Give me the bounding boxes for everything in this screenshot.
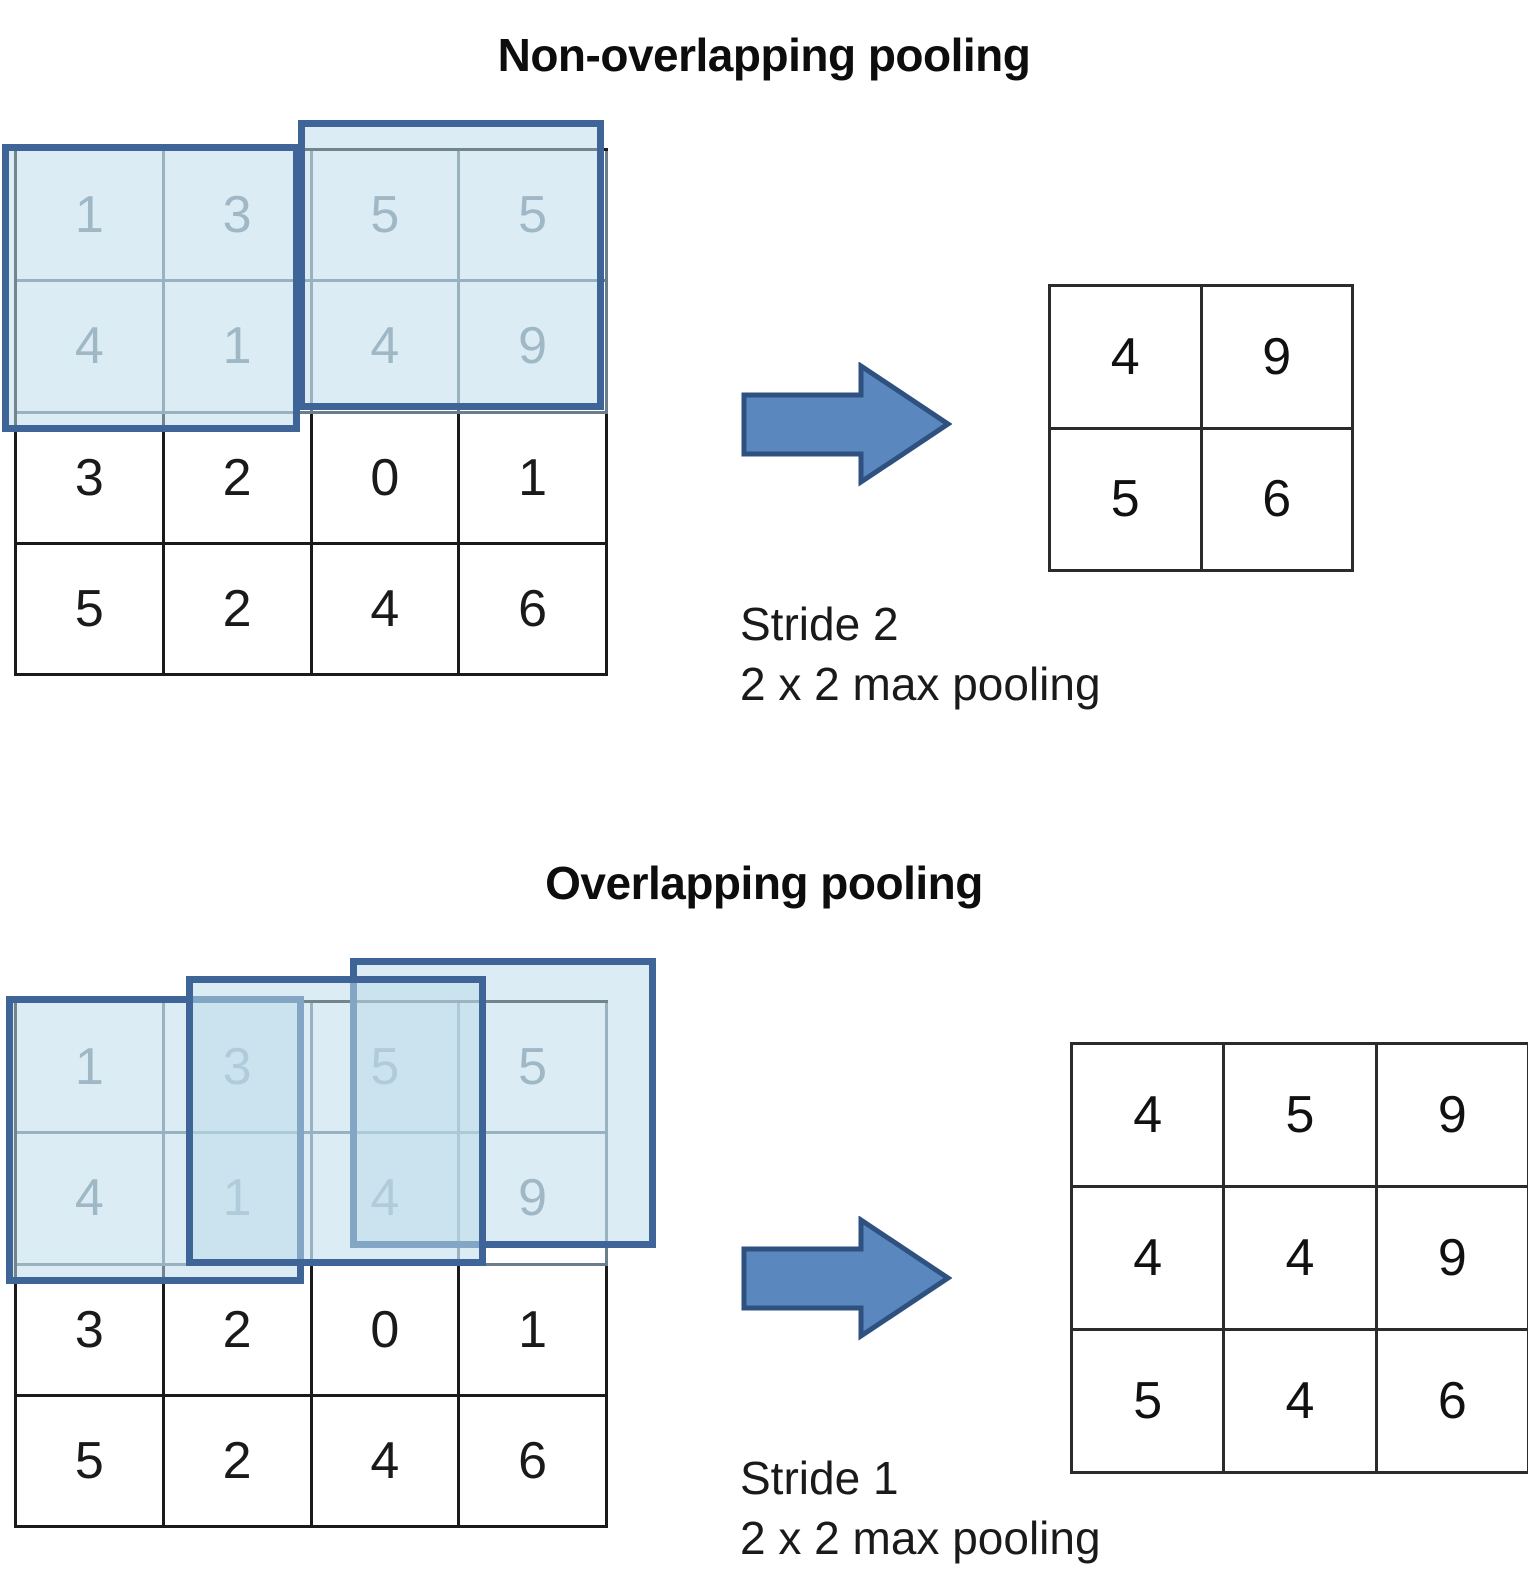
matrix-cell: 0 [312, 413, 461, 545]
pooling-window-1 [2, 144, 300, 432]
matrix-cell: 4 [1225, 1331, 1378, 1474]
matrix-cell: 1 [460, 1265, 608, 1397]
pooling-label-non-overlapping: 2 x 2 max pooling [740, 658, 1101, 710]
right-arrow-icon [740, 1215, 953, 1341]
matrix-cell: 6 [1202, 429, 1354, 572]
matrix-cell: 6 [460, 544, 608, 676]
matrix-cell: 2 [164, 413, 313, 545]
matrix-cell: 9 [1377, 1188, 1528, 1331]
section-title-non-overlapping: Non-overlapping pooling [497, 29, 1031, 81]
matrix-cell: 3 [17, 413, 165, 545]
matrix-cell: 4 [1073, 1188, 1226, 1331]
matrix-cell: 5 [1051, 429, 1203, 572]
matrix-cell: 4 [1073, 1045, 1226, 1188]
matrix-cell: 5 [17, 544, 165, 676]
matrix-cell: 0 [312, 1265, 461, 1397]
matrix-cell: 2 [164, 1396, 313, 1528]
matrix-cell: 6 [1377, 1331, 1528, 1474]
matrix-cell: 1 [460, 413, 608, 545]
pooling-label-overlapping: 2 x 2 max pooling [740, 1512, 1101, 1564]
pooling-window-2 [186, 976, 486, 1266]
matrix-cell: 5 [1073, 1331, 1226, 1474]
matrix-cell: 9 [1377, 1045, 1528, 1188]
matrix-cell: 5 [1225, 1045, 1378, 1188]
stride-label-non-overlapping: Stride 2 [740, 598, 899, 650]
matrix-cell: 9 [1202, 287, 1354, 430]
output-matrix-non-overlapping: 4 9 5 6 [1048, 284, 1354, 572]
output-matrix-overlapping: 4 5 9 4 4 9 5 4 6 [1070, 1042, 1528, 1474]
matrix-cell: 4 [1225, 1188, 1378, 1331]
stride-label-overlapping: Stride 1 [740, 1452, 899, 1504]
matrix-cell: 2 [164, 1265, 313, 1397]
matrix-cell: 4 [1051, 287, 1203, 430]
matrix-cell: 5 [17, 1396, 165, 1528]
matrix-cell: 4 [312, 544, 461, 676]
pooling-window-2 [298, 120, 604, 410]
matrix-cell: 3 [17, 1265, 165, 1397]
matrix-cell: 4 [312, 1396, 461, 1528]
right-arrow-icon [740, 361, 953, 487]
matrix-cell: 6 [460, 1396, 608, 1528]
section-title-overlapping: Overlapping pooling [545, 857, 983, 909]
matrix-cell: 2 [164, 544, 313, 676]
